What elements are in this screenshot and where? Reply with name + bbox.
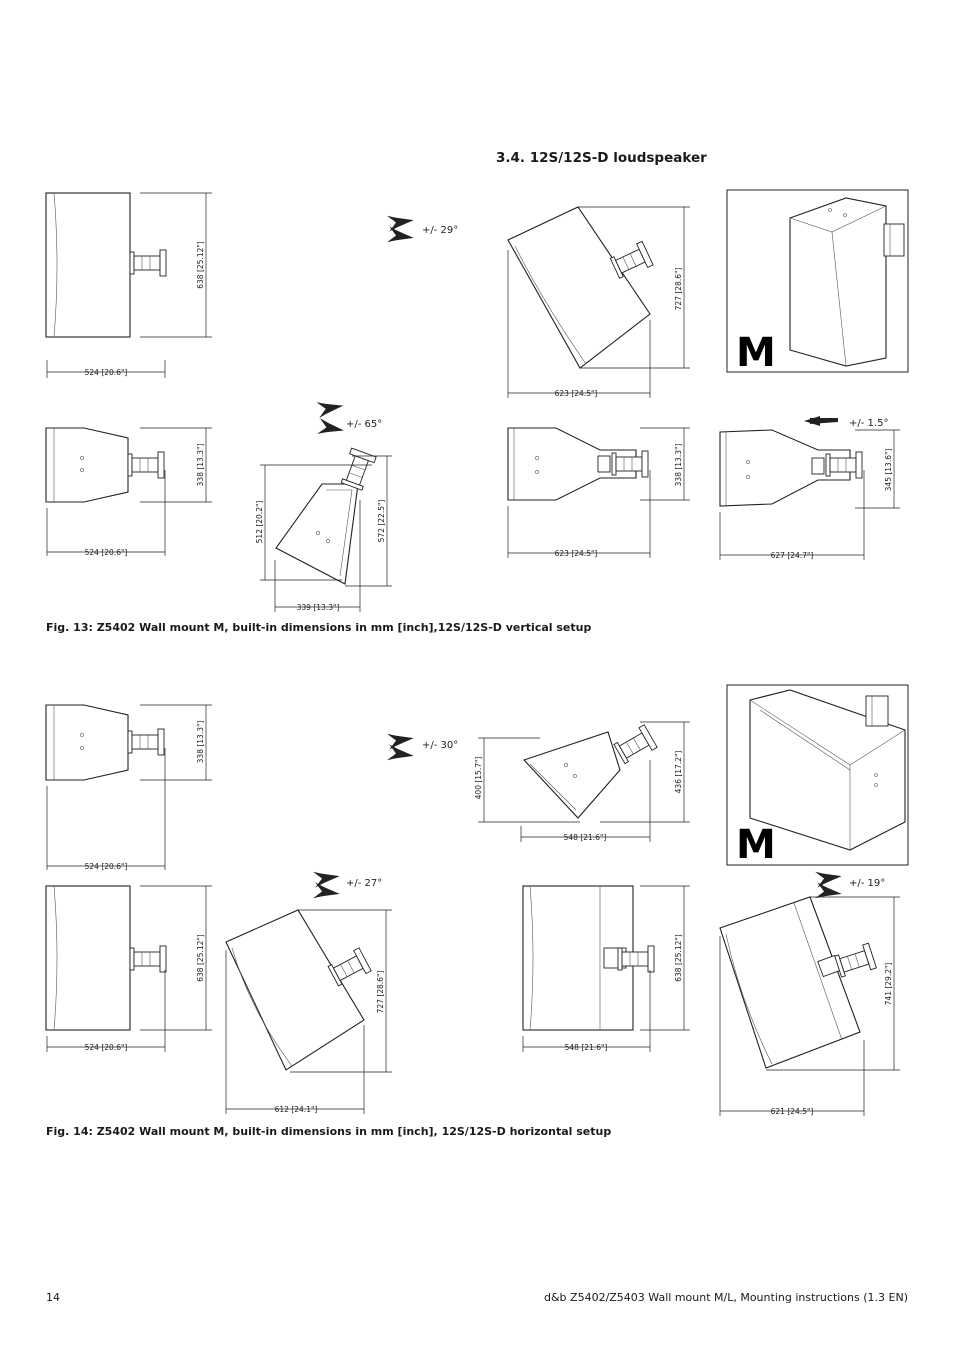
dim-label: 436 [17.2"] — [674, 751, 683, 794]
fig13-top-view-2 — [507, 427, 690, 558]
photo-label: M — [736, 330, 776, 376]
dim-label: 524 [20.6"] — [85, 368, 128, 377]
dim-label: 638 [25.12"] — [196, 241, 205, 289]
fig14-side-view — [45, 885, 212, 1052]
fig13-top-view — [45, 427, 212, 556]
dim-label: 345 [13.6"] — [884, 449, 893, 492]
dim-label: 627 [24.7"] — [771, 551, 814, 560]
fig13-top-view-3 — [719, 416, 900, 560]
page-number: 14 — [46, 1291, 60, 1304]
dim-label: 524 [20.6"] — [85, 862, 128, 871]
dim-label: 623 [24.5"] — [555, 549, 598, 558]
dim-label: 338 [13.3"] — [196, 444, 205, 487]
dim-label: 338 [13.3"] — [674, 444, 683, 487]
dim-label: 623 [24.5"] — [555, 389, 598, 398]
dim-label: 338 [13.3"] — [196, 721, 205, 764]
dim-label: 638 [25.12"] — [196, 934, 205, 982]
dim-label: 400 [15.7"] — [474, 757, 483, 800]
fig14-top-view — [45, 704, 212, 870]
dim-label: 727 [28.6"] — [376, 971, 385, 1014]
fig14-caption: Fig. 14: Z5402 Wall mount M, built-in di… — [46, 1125, 612, 1138]
fig14-photo: M — [726, 684, 909, 868]
dim-label: 548 [21.6"] — [565, 1043, 608, 1052]
dim-label: 572 [22.5"] — [377, 500, 386, 543]
dim-label: 524 [20.6"] — [85, 548, 128, 557]
fig14-tilt-view — [386, 721, 690, 842]
fig13-side-view — [45, 192, 212, 378]
dim-label: 512 [20.2"] — [255, 501, 264, 544]
dim-label: 638 [25.12"] — [674, 934, 683, 982]
angle-label: +/- 30° — [422, 740, 458, 751]
angle-label: +/- 1.5° — [849, 418, 888, 429]
footer-text: d&b Z5402/Z5403 Wall mount M/L, Mounting… — [544, 1291, 908, 1304]
angle-label: +/- 29° — [422, 225, 458, 236]
angle-label: +/- 19° — [849, 878, 885, 889]
dim-label: 741 [29.2"] — [884, 963, 893, 1006]
fig14-pan-view — [225, 867, 392, 1114]
fig13-tilt-view — [260, 397, 392, 612]
dim-label: 621 [24.5"] — [771, 1107, 814, 1116]
dim-label: 612 [24.1"] — [275, 1105, 318, 1114]
angle-label: +/- 27° — [346, 878, 382, 889]
fig14-side-view-2 — [522, 885, 690, 1052]
dim-label: 339 [13.3"] — [297, 603, 340, 612]
section-heading: 3.4. 12S/12S-D loudspeaker — [496, 150, 707, 166]
fig14-pan-view-2 — [719, 867, 900, 1116]
fig13-pan-view — [386, 206, 690, 398]
dim-label: 548 [21.6"] — [564, 833, 607, 842]
photo-label: M — [736, 822, 776, 868]
dim-label: 727 [28.6"] — [674, 268, 683, 311]
dim-label: 524 [20.6"] — [85, 1043, 128, 1052]
fig13-caption: Fig. 13: Z5402 Wall mount M, built-in di… — [46, 621, 592, 634]
fig13-photo: M — [726, 189, 909, 376]
angle-label: +/- 65° — [346, 419, 382, 430]
